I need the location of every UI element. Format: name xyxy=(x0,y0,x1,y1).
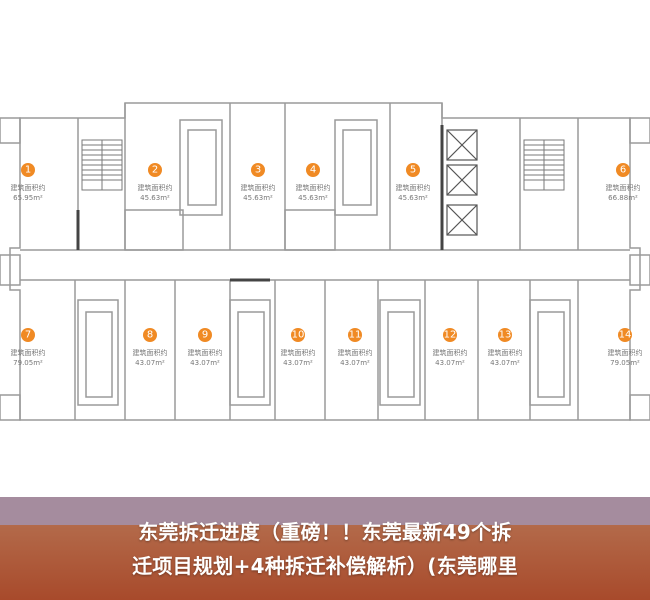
unit-area-value: 66.88m² xyxy=(608,194,638,202)
unit-number: 13 xyxy=(499,330,512,341)
unit-number-badge xyxy=(618,328,632,342)
unit-number-badge xyxy=(251,163,265,177)
unit-area-label: 建筑面积约 xyxy=(296,183,331,192)
unit-number-badge xyxy=(306,163,320,177)
unit-area-label: 建筑面积约 xyxy=(396,183,431,192)
unit-area-value: 45.63m² xyxy=(243,194,273,202)
unit-8: 8 建筑面积约 43.07m² xyxy=(133,328,168,367)
unit-area-label: 建筑面积约 xyxy=(11,348,46,357)
stairs-left xyxy=(81,139,123,191)
elevator-shafts xyxy=(446,129,478,236)
unit-number: 10 xyxy=(292,330,305,341)
building-outline xyxy=(9,102,641,421)
unit-13: 13 建筑面积约 43.07m² xyxy=(488,328,523,367)
unit-area-label: 建筑面积约 xyxy=(11,183,46,192)
unit-area-value: 65.95m² xyxy=(13,194,43,202)
unit-area-value: 45.63m² xyxy=(140,194,170,202)
banner-title-line2: 迁项目规划+4种拆迁补偿解析）(东莞哪里 xyxy=(132,554,518,578)
unit-6: 6 建筑面积约 66.88m² xyxy=(606,163,641,202)
unit-number: 2 xyxy=(152,165,158,176)
unit-number-badge xyxy=(498,328,512,342)
unit-7: 7 建筑面积约 79.05m² xyxy=(11,328,46,367)
unit-12: 12 建筑面积约 43.07m² xyxy=(433,328,468,367)
banner-title: 东莞拆迁进度（重磅！！东莞最新49个拆 迁项目规划+4种拆迁补偿解析）(东莞哪里 xyxy=(0,515,650,583)
unit-area-value: 43.07m² xyxy=(490,359,520,367)
unit-area-value: 45.63m² xyxy=(298,194,328,202)
unit-number-badge xyxy=(198,328,212,342)
unit-area-value: 43.07m² xyxy=(283,359,313,367)
unit-10: 10 建筑面积约 43.07m² xyxy=(281,328,316,367)
unit-area-value: 79.05m² xyxy=(610,359,640,367)
unit-number: 12 xyxy=(444,330,457,341)
unit-3: 3 建筑面积约 45.63m² xyxy=(241,163,276,202)
unit-number-badge xyxy=(148,163,162,177)
unit-area-value: 43.07m² xyxy=(135,359,165,367)
unit-number-badge xyxy=(291,328,305,342)
unit-9: 9 建筑面积约 43.07m² xyxy=(188,328,223,367)
banner-title-line1: 东莞拆迁进度（重磅！！东莞最新49个拆 xyxy=(138,520,512,544)
unit-4: 4 建筑面积约 45.63m² xyxy=(296,163,331,202)
unit-number-badge xyxy=(443,328,457,342)
unit-number-badge xyxy=(616,163,630,177)
unit-number: 4 xyxy=(310,165,316,176)
unit-number-badge xyxy=(21,163,35,177)
unit-number-badge xyxy=(348,328,362,342)
unit-area-label: 建筑面积约 xyxy=(488,348,523,357)
unit-area-value: 43.07m² xyxy=(190,359,220,367)
unit-area-label: 建筑面积约 xyxy=(241,183,276,192)
unit-area-label: 建筑面积约 xyxy=(133,348,168,357)
unit-area-label: 建筑面积约 xyxy=(188,348,223,357)
unit-1: 1 建筑面积约 65.95m² xyxy=(11,163,46,202)
unit-area-value: 79.05m² xyxy=(13,359,43,367)
stairs-right xyxy=(523,139,565,191)
unit-number: 11 xyxy=(349,330,362,341)
unit-area-label: 建筑面积约 xyxy=(138,183,173,192)
unit-number: 8 xyxy=(147,330,153,341)
title-banner xyxy=(0,497,650,600)
unit-area-value: 43.07m² xyxy=(435,359,465,367)
unit-5: 5 建筑面积约 45.63m² xyxy=(396,163,431,202)
unit-area-label: 建筑面积约 xyxy=(433,348,468,357)
unit-area-label: 建筑面积约 xyxy=(606,183,641,192)
unit-number: 14 xyxy=(619,330,632,341)
unit-area-label: 建筑面积约 xyxy=(338,348,373,357)
unit-number: 5 xyxy=(410,165,416,176)
unit-area-value: 43.07m² xyxy=(340,359,370,367)
unit-number-badge xyxy=(21,328,35,342)
unit-area-label: 建筑面积约 xyxy=(608,348,643,357)
unit-14: 14 建筑面积约 79.05m² xyxy=(608,328,643,367)
unit-area-value: 45.63m² xyxy=(398,194,428,202)
unit-number: 1 xyxy=(25,165,31,176)
unit-area-label: 建筑面积约 xyxy=(281,348,316,357)
unit-number: 3 xyxy=(255,165,261,176)
unit-number: 9 xyxy=(202,330,208,341)
unit-number: 6 xyxy=(620,165,626,176)
unit-11: 11 建筑面积约 43.07m² xyxy=(338,328,373,367)
unit-number-badge xyxy=(406,163,420,177)
unit-2: 2 建筑面积约 45.63m² xyxy=(138,163,173,202)
unit-number-badge xyxy=(143,328,157,342)
unit-number: 7 xyxy=(25,330,31,341)
